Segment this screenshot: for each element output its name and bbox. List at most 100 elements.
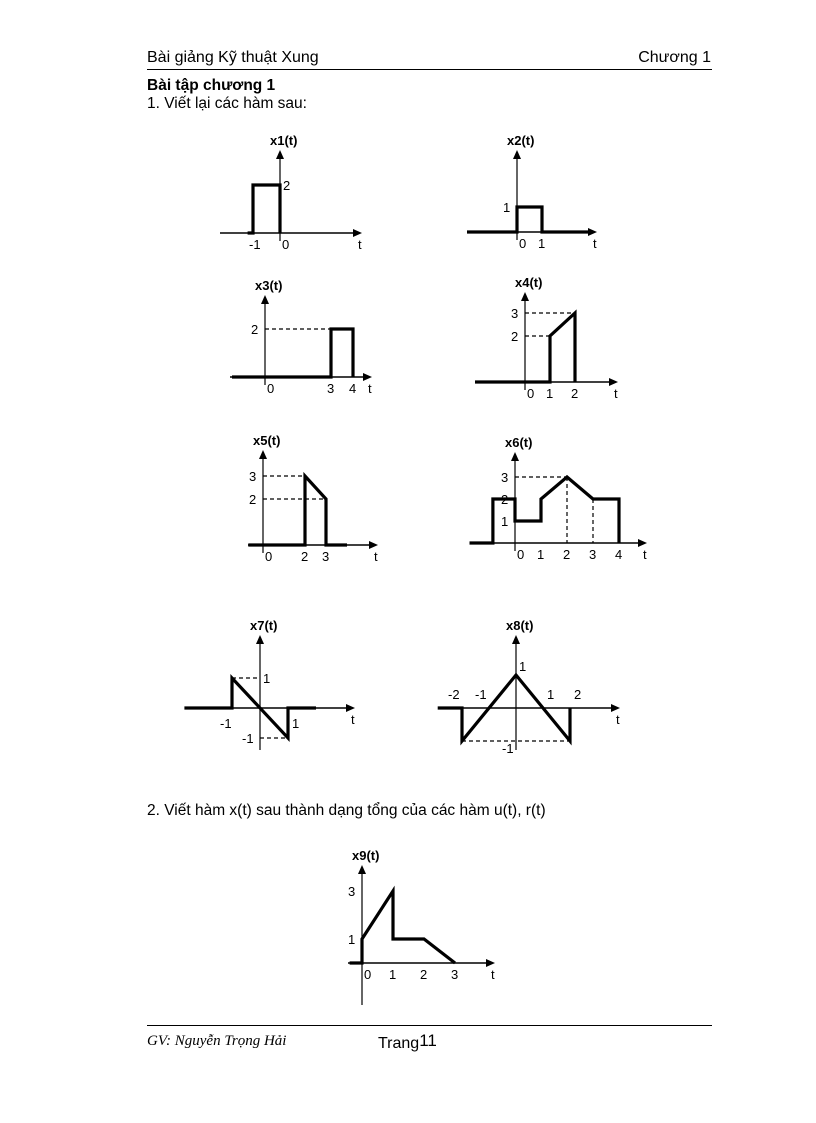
x-axis-arrow-icon — [511, 452, 519, 461]
t-tick-label: 2 — [301, 549, 308, 564]
x-tick-label: 1 — [503, 200, 510, 215]
x-tick-label: 1 — [519, 659, 526, 674]
t-axis-label: t — [593, 236, 597, 251]
signal-waveform — [184, 673, 316, 743]
plot-title: x5(t) — [253, 433, 280, 448]
section-title: Bài tập chương 1 — [147, 77, 276, 94]
x-tick-label: 3 — [501, 470, 508, 485]
signal-waveform — [467, 205, 592, 234]
page-label: Trang — [378, 1035, 420, 1052]
footer-author: GV: Nguyễn Trọng Hải — [147, 1033, 287, 1049]
x-tick-label: 1 — [263, 671, 270, 686]
plot-7: x7(t) t -1 1 1 -1 — [184, 618, 355, 750]
t-axis-label: t — [491, 967, 495, 982]
t-tick-label: 1 — [538, 236, 545, 251]
x-tick-label: 2 — [249, 492, 256, 507]
x-tick-label: -1 — [502, 741, 514, 756]
t-axis-arrow-icon — [346, 704, 355, 712]
header-chapter: Chương 1 — [638, 49, 711, 66]
t-tick-label: 4 — [349, 381, 356, 396]
t-axis-arrow-icon — [588, 228, 597, 236]
plot-title: x7(t) — [250, 618, 277, 633]
t-tick-label: 0 — [527, 386, 534, 401]
t-tick-label: -1 — [220, 716, 232, 731]
signal-waveform — [349, 885, 456, 965]
x-axis-arrow-icon — [512, 635, 520, 644]
t-tick-label: 2 — [420, 967, 427, 982]
x-tick-label: 2 — [283, 178, 290, 193]
t-tick-label: 0 — [267, 381, 274, 396]
x-tick-label: 1 — [501, 514, 508, 529]
t-tick-label: 1 — [292, 716, 299, 731]
t-tick-label: -1 — [249, 237, 261, 252]
x-axis-arrow-icon — [259, 450, 267, 459]
x-axis-arrow-icon — [261, 295, 269, 304]
plot-9: x9(t) t 0 1 2 3 1 3 — [348, 848, 495, 1005]
t-axis-label: t — [616, 712, 620, 727]
t-axis-arrow-icon — [353, 229, 362, 237]
signal-waveform — [248, 471, 347, 547]
footer-rule — [147, 1025, 712, 1026]
t-axis-label: t — [374, 549, 378, 564]
t-tick-label: 0 — [364, 967, 371, 982]
x-tick-label: 3 — [249, 469, 256, 484]
plot-title: x1(t) — [270, 133, 297, 148]
t-tick-label: 3 — [589, 547, 596, 562]
x-tick-label: 3 — [511, 306, 518, 321]
t-tick-label: 1 — [537, 547, 544, 562]
x-tick-label: 2 — [251, 322, 258, 337]
t-axis-arrow-icon — [486, 959, 495, 967]
x-tick-label: 3 — [348, 884, 355, 899]
signal-waveform — [475, 309, 577, 384]
plot-title: x4(t) — [515, 275, 542, 290]
t-tick-label: 1 — [546, 386, 553, 401]
x-axis-arrow-icon — [256, 635, 264, 644]
t-tick-label: 3 — [322, 549, 329, 564]
t-axis-label: t — [358, 237, 362, 252]
x-axis-arrow-icon — [276, 150, 284, 159]
signal-waveform — [232, 327, 355, 379]
t-tick-label: 0 — [282, 237, 289, 252]
t-axis-arrow-icon — [611, 704, 620, 712]
plot-title: x9(t) — [352, 848, 379, 863]
plot-1: x1(t) t -1 0 2 — [220, 133, 362, 252]
header-title: Bài giảng Kỹ thuật Xung — [147, 49, 319, 66]
x-tick-label: 2 — [511, 329, 518, 344]
question-1: 1. Viết lại các hàm sau: — [147, 95, 307, 112]
t-tick-label: 1 — [389, 967, 396, 982]
t-tick-label: 2 — [571, 386, 578, 401]
plot-title: x3(t) — [255, 278, 282, 293]
x-axis-arrow-icon — [358, 865, 366, 874]
footer-page: Trang11 — [378, 1031, 437, 1053]
x-tick-label: 1 — [348, 932, 355, 947]
t-tick-label: 3 — [451, 967, 458, 982]
header-rule — [147, 69, 712, 70]
t-tick-label: 2 — [574, 687, 581, 702]
x-tick-label: 2 — [501, 492, 508, 507]
t-axis-label: t — [351, 712, 355, 727]
x-tick-label: -1 — [242, 731, 254, 746]
signal-waveform — [437, 672, 572, 746]
t-axis-arrow-icon — [609, 378, 618, 386]
t-axis-label: t — [614, 386, 618, 401]
x-axis-arrow-icon — [521, 292, 529, 301]
t-axis-arrow-icon — [363, 373, 372, 381]
t-tick-label: 2 — [563, 547, 570, 562]
question-2: 2. Viết hàm x(t) sau thành dạng tổng của… — [147, 802, 546, 819]
t-axis-label: t — [368, 381, 372, 396]
page-number: 11 — [419, 1031, 437, 1050]
t-axis-arrow-icon — [369, 541, 378, 549]
t-tick-label: 4 — [615, 547, 622, 562]
t-tick-label: 0 — [517, 547, 524, 562]
plot-title: x8(t) — [506, 618, 533, 633]
signal-waveform — [469, 474, 621, 545]
plot-title: x2(t) — [507, 133, 534, 148]
plot-title: x6(t) — [505, 435, 532, 450]
